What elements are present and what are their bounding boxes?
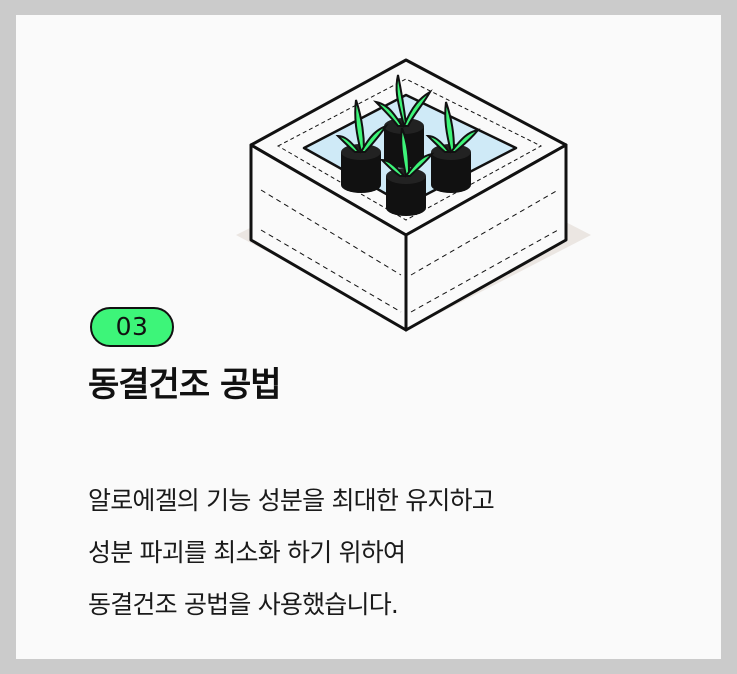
section-title: 동결건조 공법 — [88, 365, 282, 405]
description: 알로에겔의 기능 성분을 최대한 유지하고 성분 파괴를 최소화 하기 위하여 … — [88, 475, 708, 631]
description-line: 알로에겔의 기능 성분을 최대한 유지하고 — [88, 486, 495, 515]
step-badge: 03 — [90, 307, 174, 347]
plant-pot-left — [335, 99, 389, 193]
freeze-dry-chamber-icon — [236, 58, 591, 332]
description-line: 동결건조 공법을 사용했습니다. — [88, 590, 399, 619]
plant-pot-front — [379, 127, 435, 216]
description-line: 성분 파괴를 최소화 하기 위하여 — [88, 538, 406, 567]
plant-pot-right — [425, 101, 481, 193]
content-card: 03 동결건조 공법 알로에겔의 기능 성분을 최대한 유지하고 성분 파괴를 … — [16, 15, 721, 659]
